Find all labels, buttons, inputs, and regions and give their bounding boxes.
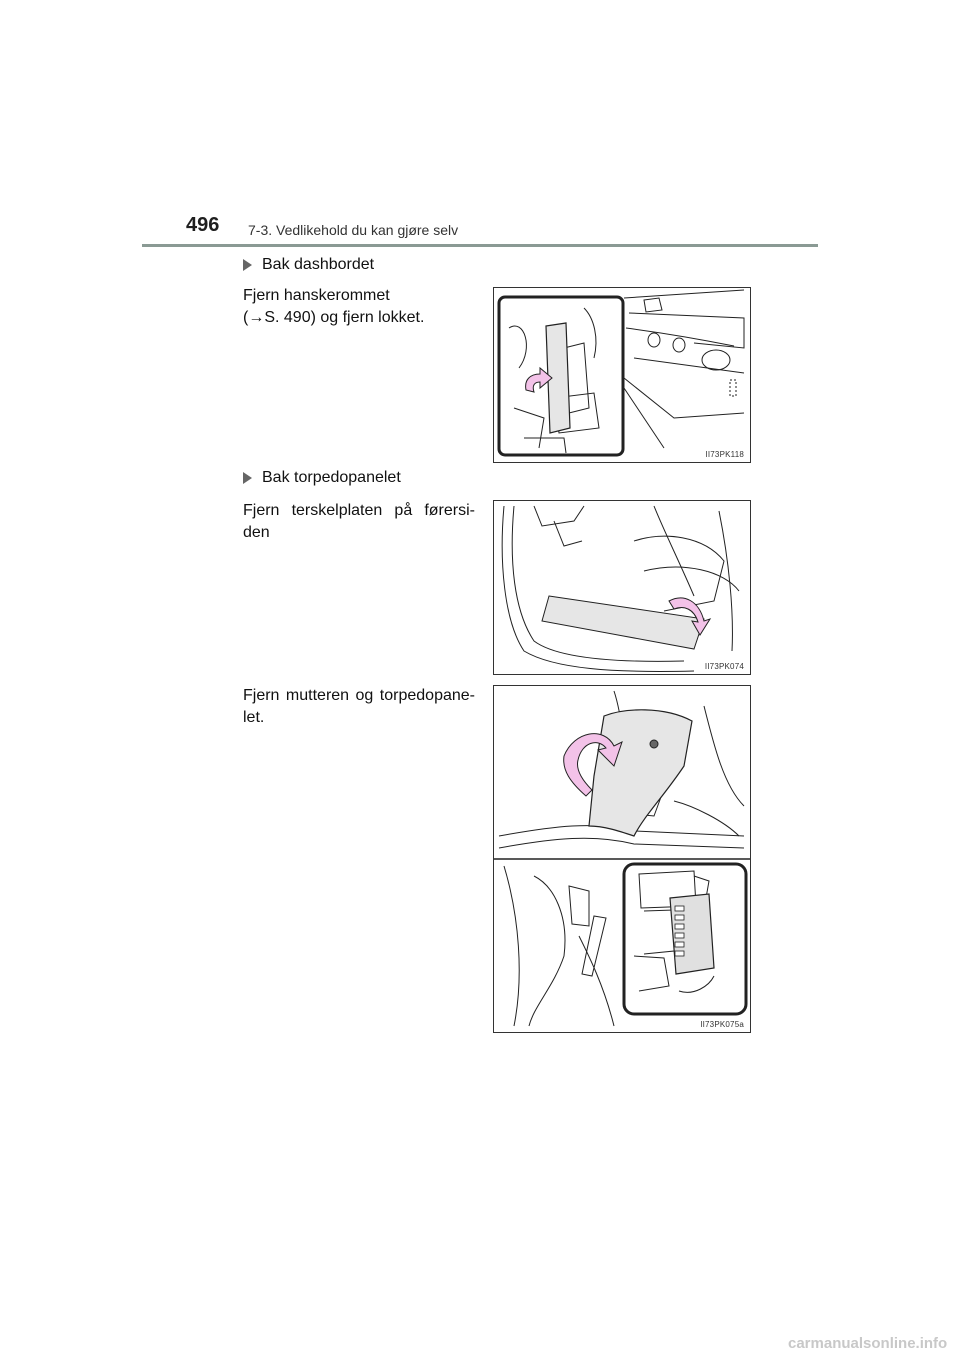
bullet-heading-dashboard: Bak dashbordet xyxy=(243,256,374,274)
illustration-kick-panel xyxy=(494,690,750,1027)
instruction-line: Fjern hanskerommet xyxy=(243,287,390,304)
figure-code: II73PK074 xyxy=(704,662,744,671)
triangle-right-icon xyxy=(243,472,252,484)
bullet-heading-kick-panel: Bak torpedopanelet xyxy=(243,469,401,487)
figure-code: II73PK118 xyxy=(705,450,744,459)
triangle-right-icon xyxy=(243,259,252,271)
figure-kick-panel: II73PK075a xyxy=(493,685,751,1033)
header-rule xyxy=(142,244,818,247)
page-number: 496 xyxy=(186,214,220,236)
figure-dashboard: II73PK118 xyxy=(493,287,751,463)
curved-arrow-icon xyxy=(668,597,712,636)
instruction-text: Fjern mutteren og torpedopane-let. xyxy=(243,687,475,726)
figure-code: II73PK075a xyxy=(700,1020,744,1029)
instruction-text: Fjern hanskerommet (→S. 490) og fjern lo… xyxy=(243,285,475,329)
instruction-text: Fjern terskelplaten på førersi-den xyxy=(243,502,475,541)
instruction-line: (→S. 490) og fjern lokket. xyxy=(243,309,425,326)
curved-arrow-icon xyxy=(525,366,553,393)
section-title: 7-3. Vedlikehold du kan gjøre selv xyxy=(248,222,459,238)
curved-arrow-icon xyxy=(563,733,623,797)
illustration-dashboard xyxy=(497,289,745,457)
heading-text: Bak dashbordet xyxy=(262,256,375,273)
figure-door-sill: II73PK074 xyxy=(493,500,751,675)
heading-text: Bak torpedopanelet xyxy=(262,469,401,486)
watermark-text: carmanualsonline.info xyxy=(788,1335,948,1352)
illustration-door-sill xyxy=(501,505,740,672)
